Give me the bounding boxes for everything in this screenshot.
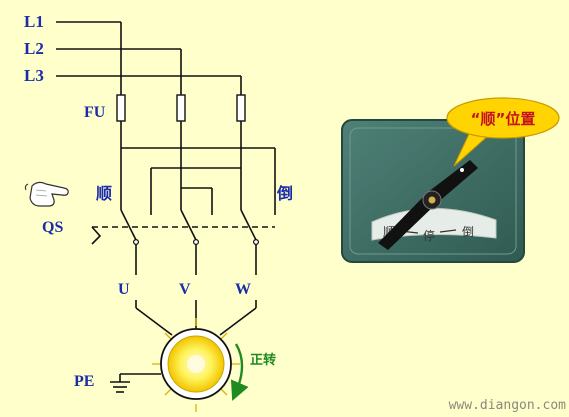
switch-label: QS (42, 219, 63, 236)
fuses (116, 94, 246, 188)
callout-text: “顺”位置 (471, 110, 536, 128)
rotation-arrow-icon (230, 343, 249, 401)
watermark: www.diangon.com (449, 398, 567, 413)
forward-label: 顺 (96, 184, 112, 203)
earth-label: PE (74, 373, 94, 390)
cross-wiring (120, 147, 276, 215)
label-l3: L3 (24, 66, 44, 85)
switch-qs[interactable] (91, 209, 275, 246)
rotary-knob[interactable] (378, 160, 478, 250)
terminal-w: W (235, 281, 251, 298)
motor (152, 318, 240, 412)
label-l1: L1 (24, 12, 44, 31)
rotation-label: 正转 (250, 352, 276, 368)
fuse-label: FU (84, 104, 106, 121)
position-callout (446, 97, 560, 167)
supply-lines (56, 21, 242, 95)
panel-label-stop: 停 (423, 228, 435, 243)
terminal-u: U (118, 281, 130, 298)
pointing-hand-icon (24, 181, 69, 207)
panel-label-reverse: 倒 (462, 225, 474, 239)
motor-wires (135, 244, 257, 336)
terminal-v: V (179, 281, 191, 298)
label-l2: L2 (24, 39, 44, 58)
reverse-label: 倒 (276, 184, 293, 203)
earth-symbol-icon (110, 373, 161, 393)
